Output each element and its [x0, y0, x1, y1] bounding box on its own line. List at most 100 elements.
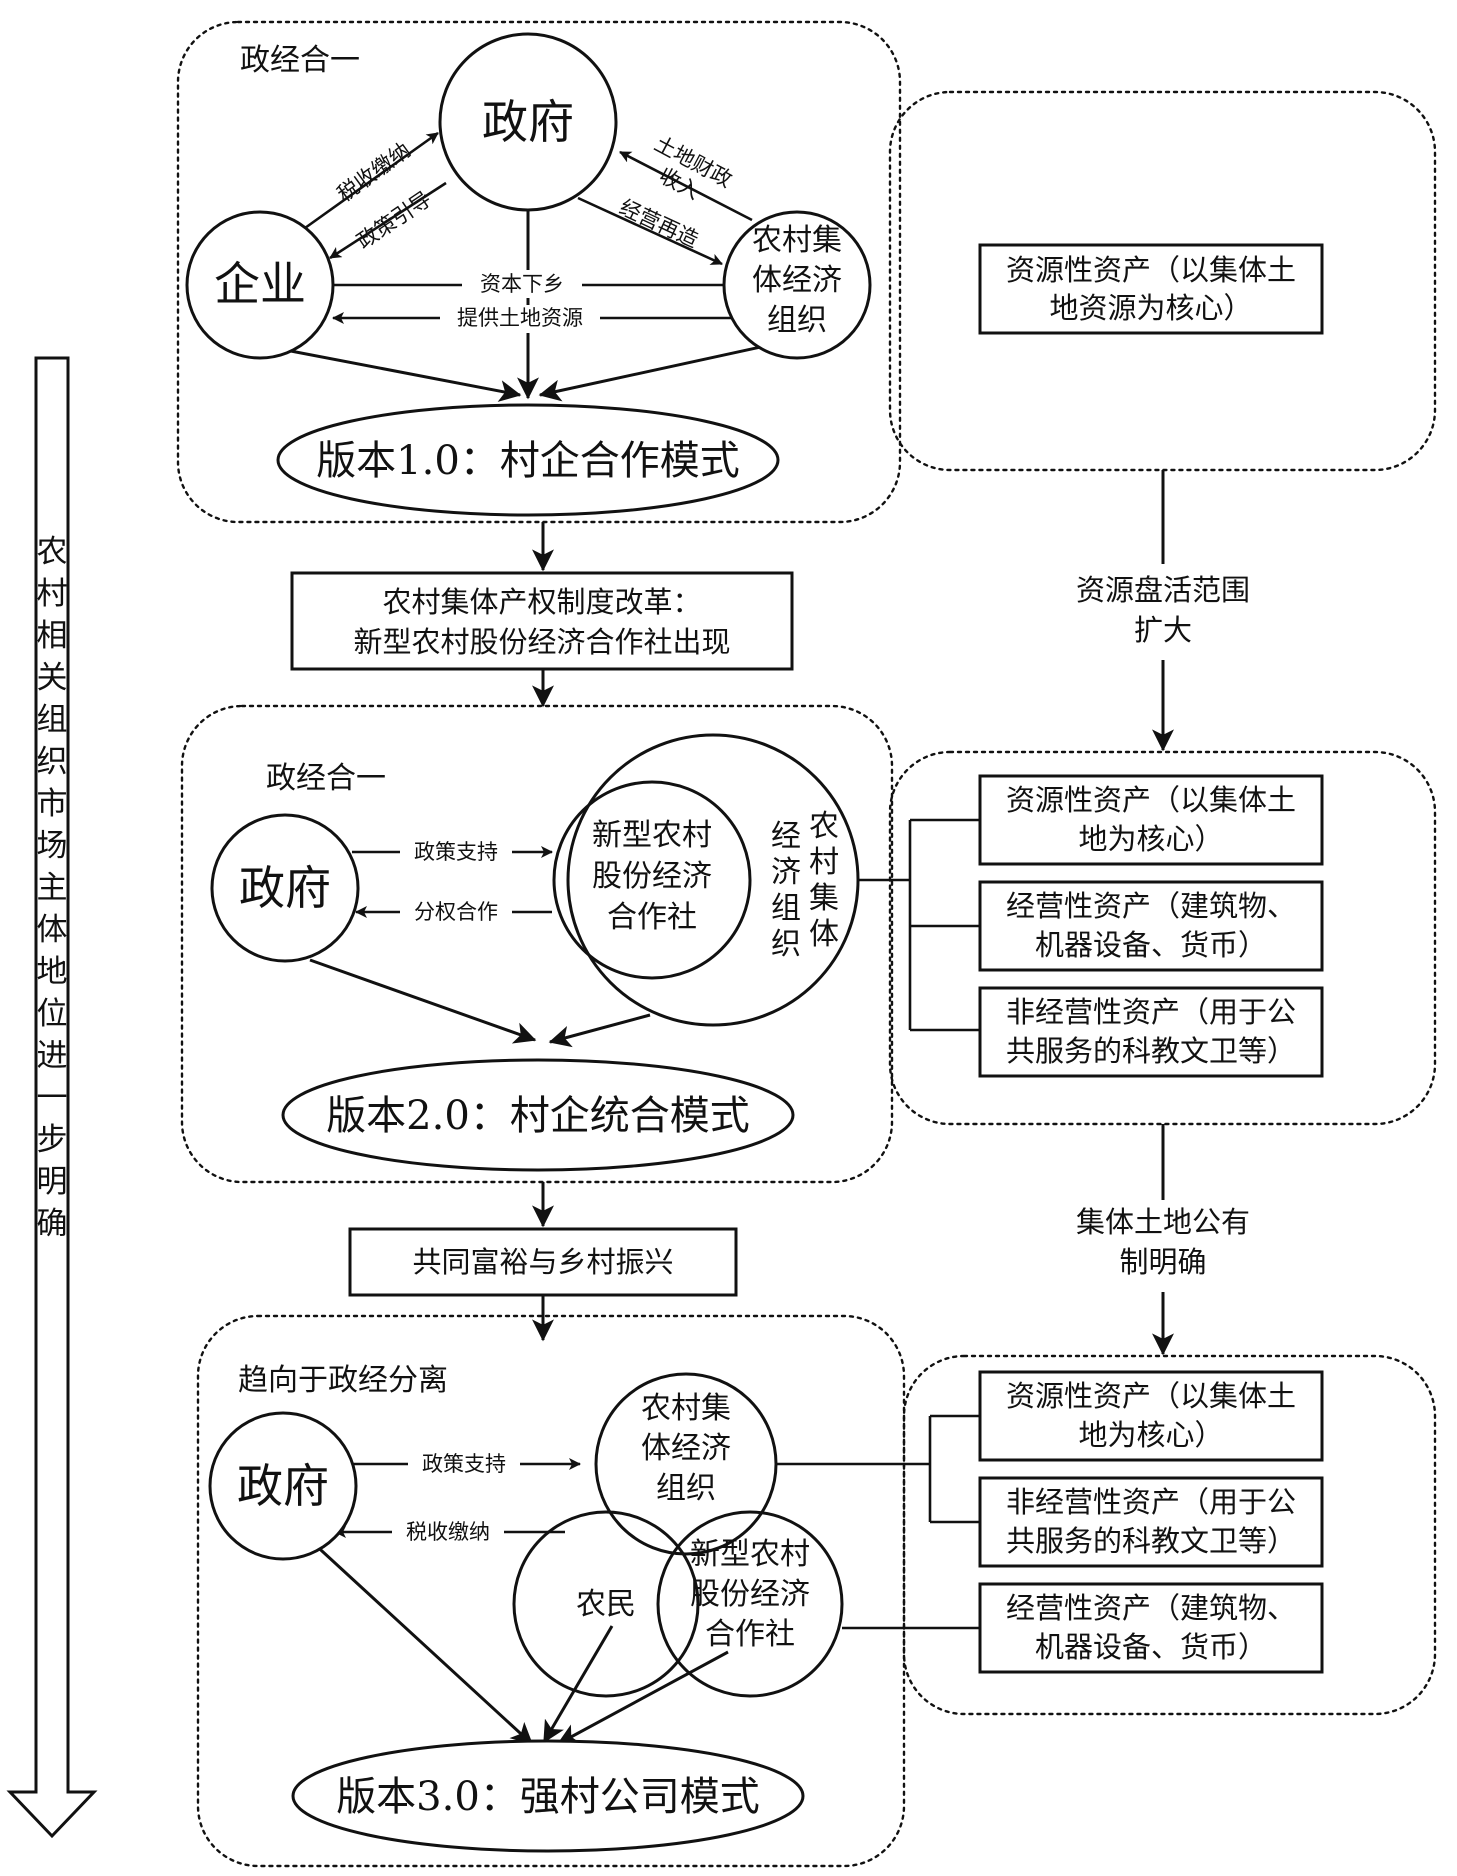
- v2-arrow-gov-to-oval: [309, 958, 537, 1044]
- v1-gov-node: 政府: [438, 32, 618, 212]
- v1-label-land: 提供土地资源: [457, 306, 583, 330]
- v1-label-tax: 税收缴纳: [333, 138, 415, 207]
- side-arrow-text-char: 组: [37, 702, 68, 738]
- v3-asset-1-line-1: 资源性资产（以集体土: [1006, 1379, 1296, 1413]
- v3-coll-node: 农村集 体经济 组织: [594, 1372, 778, 1556]
- v3-asset-1-line-2: 地为核心）: [1078, 1418, 1223, 1452]
- v3-coll-label-3: 组织: [656, 1471, 716, 1506]
- t1-box: 农村集体产权制度改革： 新型农村股份经济合作社出现: [290, 571, 794, 671]
- v1-coll-label-1: 农村集: [752, 223, 842, 258]
- v2-coll-col1-char: 体: [809, 917, 839, 952]
- side-arrow-text-char: 关: [37, 660, 68, 696]
- v3-coop-node: 新型农村 股份经济 合作社: [656, 1510, 844, 1698]
- v2-oval: 版本2.0：村企统合模式: [281, 1058, 795, 1172]
- v2-asset-3-line-2: 共服务的科教文卫等）: [1006, 1034, 1296, 1068]
- v3-coll-label-2: 体经济: [641, 1431, 731, 1466]
- side-arrow-text-char: 场: [37, 828, 68, 864]
- v2-coop-node: 新型农村 股份经济 合作社: [552, 780, 752, 980]
- v2-coop-label-2: 股份经济: [592, 859, 712, 894]
- v2-coop-label-3: 合作社: [607, 900, 697, 935]
- v2-asset-2-line-2: 机器设备、货币）: [1035, 928, 1267, 962]
- v2-asset-3-line-1: 非经营性资产（用于公: [1006, 995, 1296, 1029]
- side-arrow-text-char: 一: [37, 1080, 68, 1116]
- side-arrow-text-char: 明: [37, 1164, 68, 1200]
- v2-arrow-coll-to-oval: [548, 1013, 651, 1048]
- v1-asset-line-2: 地资源为核心）: [1049, 291, 1252, 325]
- v3-farmer-node: 农民: [512, 1510, 700, 1698]
- v3-farmer-label: 农民: [576, 1587, 636, 1622]
- v2-asset-1-line-2: 地为核心）: [1078, 822, 1223, 856]
- v3-coop-label-2: 股份经济: [690, 1577, 810, 1612]
- v2-label-share: 分权合作: [414, 900, 498, 924]
- t2-right-label-1: 集体土地公有: [1076, 1205, 1250, 1239]
- v2-coop-label-1: 新型农村: [592, 818, 712, 853]
- v2-mode-label: 政经合一: [266, 761, 386, 796]
- v3-asset-box-resource: 资源性资产（以集体土 地为核心）: [978, 1370, 1324, 1462]
- v2-coll-col1-char: 村: [809, 845, 839, 880]
- t1-box-line-2: 新型农村股份经济合作社出现: [353, 625, 730, 659]
- v3-label-tax: 税收缴纳: [406, 1520, 490, 1544]
- side-arrow-text-char: 织: [37, 744, 68, 780]
- side-arrow-text-char: 市: [37, 786, 68, 822]
- v3-asset-bracket: [776, 1414, 980, 1630]
- side-arrow-text-char: 相: [37, 618, 68, 654]
- v3-label-support: 政策支持: [422, 1452, 506, 1476]
- v1-ent-node: 企业: [185, 210, 335, 360]
- v1-coll-label-2: 体经济: [752, 263, 842, 298]
- v3-gov-label: 政府: [237, 1459, 329, 1513]
- v1-arrow-tax: [304, 131, 439, 230]
- v3-mode-label: 趋向于政经分离: [238, 1363, 448, 1398]
- v2-gov-label: 政府: [239, 861, 331, 915]
- side-arrow-text-char: 体: [37, 912, 68, 948]
- v1-oval-label: 版本1.0：村企合作模式: [316, 438, 740, 484]
- v1-label-reinvest: 经营再造: [616, 195, 702, 252]
- v1-ent-label: 企业: [214, 257, 306, 311]
- side-arrow-text-char: 步: [37, 1122, 68, 1158]
- v3-gov-node: 政府: [208, 1411, 358, 1561]
- v3-coll-label-1: 农村集: [641, 1391, 731, 1426]
- v2-oval-label: 版本2.0：村企统合模式: [326, 1093, 750, 1139]
- v2-gov-node: 政府: [210, 813, 360, 963]
- v3-asset-2-line-1: 非经营性资产（用于公: [1006, 1485, 1296, 1519]
- v3-asset-box-nonoperating: 非经营性资产（用于公 共服务的科教文卫等）: [978, 1476, 1324, 1568]
- v3-asset-2-line-2: 共服务的科教文卫等）: [1006, 1524, 1296, 1558]
- v3-container: [196, 1314, 906, 1868]
- v2-label-support: 政策支持: [414, 840, 498, 864]
- side-arrow-text-char: 进: [37, 1038, 68, 1074]
- side-arrow-text-char: 地: [37, 954, 68, 990]
- v1-label-capital: 资本下乡: [480, 272, 564, 296]
- v2-asset-2-line-1: 经营性资产（建筑物、: [1006, 889, 1296, 923]
- t1-right-label-1: 资源盘活范围: [1076, 573, 1250, 607]
- v2-asset-bracket: [858, 818, 980, 1032]
- v2-coll-col2-char: 织: [771, 927, 801, 962]
- v3-coop-label-3: 合作社: [705, 1617, 795, 1652]
- v3-arrow-coop-to-oval: [556, 1650, 729, 1746]
- t2-box: 共同富裕与乡村振兴: [348, 1227, 738, 1297]
- v1-oval: 版本1.0：村企合作模式: [276, 403, 780, 517]
- v3-arrow-gov-to-oval: [308, 1538, 534, 1746]
- v3-asset-container: [902, 1354, 1437, 1716]
- side-arrow-text-char: 农: [37, 534, 68, 570]
- v3-oval-label: 版本3.0：强村公司模式: [336, 1774, 760, 1820]
- v3-arrow-farmer-to-oval: [542, 1625, 614, 1744]
- v2-coll-col2-char: 济: [771, 855, 801, 890]
- t1-right-label-2: 扩大: [1134, 613, 1192, 647]
- v1-arrow-coll-to-oval: [538, 343, 771, 402]
- side-arrow-text-char: 确: [37, 1206, 68, 1242]
- v2-coll-col1-char: 农: [809, 809, 839, 844]
- t1-box-line-1: 农村集体产权制度改革：: [382, 585, 701, 619]
- v1-asset-line-1: 资源性资产（以集体土: [1006, 253, 1296, 287]
- v1-gov-label: 政府: [482, 95, 574, 149]
- v1-arrow-ent-to-oval: [274, 346, 522, 402]
- v1-asset-box: 资源性资产（以集体土 地资源为核心）: [978, 243, 1324, 335]
- v2-coll-col1-char: 集: [809, 881, 839, 916]
- v1-coll-label-3: 组织: [767, 303, 827, 338]
- v1-label-policy: 政策引导: [353, 187, 436, 254]
- v1-arrow-policy: [329, 181, 447, 260]
- v2-coll-col2-char: 组: [771, 891, 801, 926]
